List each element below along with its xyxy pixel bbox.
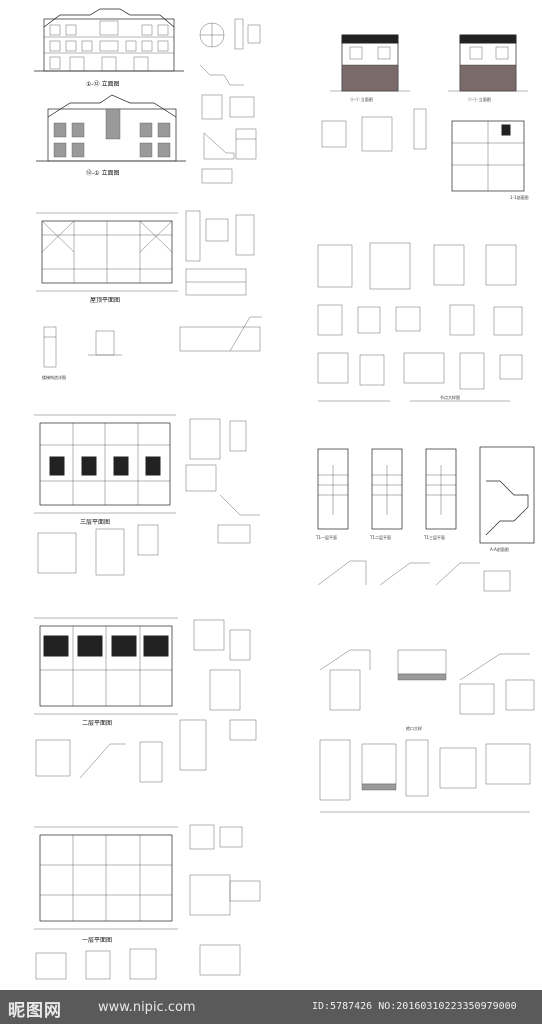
- stair-detail-caption: 楼梯构造详图: [42, 375, 66, 380]
- drawing-sheet-node-details: 节点大样图: [310, 235, 540, 420]
- elevation-drawing: [34, 8, 261, 184]
- side-elevation-caption-2: ⓕ-ⓐ 立面图: [468, 97, 491, 102]
- elevation-caption-2: ⑫-① 立面图: [86, 170, 120, 177]
- site-logo: 昵图网: [8, 1001, 62, 1021]
- node-detail-caption: 节点大样图: [440, 395, 460, 400]
- third-floor-caption: 三层平面图: [80, 519, 111, 526]
- third-floor-plan-drawing: [34, 414, 260, 576]
- side-elevation-caption-1: ⓐ-ⓕ 立面图: [350, 97, 373, 102]
- stair-plan-caption-1: T1一层平面: [316, 535, 337, 540]
- drawing-sheet-eave-details: 檐口大样: [310, 640, 540, 825]
- roof-plan-caption: 屋顶平面图: [90, 297, 121, 304]
- stair-plan-drawing: [317, 446, 535, 592]
- ground-floor-caption: 一层平面图: [82, 937, 113, 944]
- drawing-sheet-roof-plan: 屋顶平面图 楼梯构造详图: [30, 205, 270, 390]
- watermark-bar: 昵图网 www.nipic.com ID:5787426 NO:20160310…: [0, 990, 542, 1024]
- drawing-sheet-elevations: ①-⑫ 立面图 ⑫-① 立面图: [30, 5, 270, 200]
- section-caption: 1-1剖面图: [510, 195, 529, 200]
- drawing-sheet-side-elevations: ⓐ-ⓕ 立面图 ⓕ-ⓐ 立面图 1-1剖面图: [310, 25, 540, 210]
- second-floor-caption: 二层平面图: [82, 720, 113, 727]
- side-elevation-drawing: [321, 34, 528, 192]
- elevation-caption-1: ①-⑫ 立面图: [86, 81, 120, 88]
- stair-section-caption: A-A剖面图: [490, 547, 509, 552]
- stair-plan-caption-2: T1二层平面: [370, 535, 391, 540]
- site-url: www.nipic.com: [98, 1000, 196, 1015]
- image-id-text: ID:5787426 NO:20160310223350979000: [312, 1001, 517, 1012]
- drawing-sheet-stair-plans: T1一层平面 T1二层平面 T1三层平面 A-A剖面图: [310, 435, 540, 620]
- ground-floor-plan-drawing: [34, 824, 261, 980]
- roof-plan-drawing: [36, 210, 262, 368]
- second-floor-plan-drawing: [34, 617, 257, 783]
- eave-detail-drawing: [319, 649, 535, 813]
- drawing-sheet-second-floor: 二层平面图: [30, 610, 270, 805]
- stair-plan-caption-3: T1三层平面: [424, 535, 445, 540]
- drawing-sheet-third-floor: 三层平面图: [30, 405, 270, 605]
- drawing-sheet-ground-floor: 一层平面图: [30, 815, 270, 985]
- node-detail-drawing: [317, 242, 523, 402]
- eave-detail-caption: 檐口大样: [406, 726, 422, 731]
